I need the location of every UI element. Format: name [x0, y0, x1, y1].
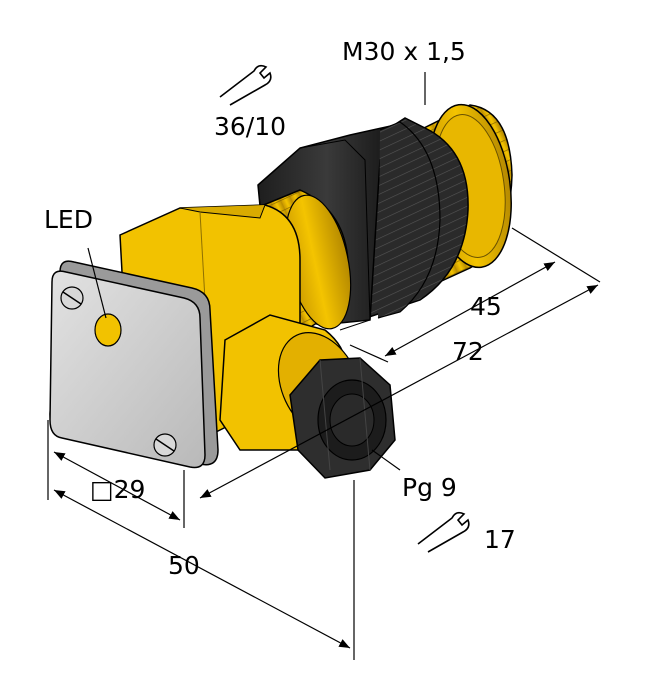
wrench-size-bottom-label: 17: [484, 525, 516, 554]
screw-top: [60, 286, 84, 310]
dimension-lines: [47, 72, 601, 660]
led-leader: [87, 247, 107, 319]
led-indicator: [94, 313, 122, 347]
front-plate: [49, 260, 219, 469]
wrench-icon: [219, 64, 272, 106]
dim-72-line: [199, 284, 599, 499]
dim-50-line: [53, 489, 351, 649]
pg9-gland: [289, 357, 396, 479]
wrench-size-top-label: 36/10: [214, 112, 286, 141]
led-label: LED: [44, 205, 93, 234]
dim-29-label: □29: [90, 475, 145, 504]
thread-label: M30 x 1,5: [342, 37, 466, 66]
sensor-body: [49, 103, 513, 479]
pg9-leader: [371, 449, 401, 471]
screw-bottom: [153, 433, 177, 457]
dim-50-label: 50: [168, 551, 200, 580]
pg9-label: Pg 9: [402, 473, 457, 502]
dim-72-label: 72: [452, 337, 484, 366]
dim-45-label: 45: [470, 292, 502, 321]
wrench-icon: [417, 511, 470, 553]
extension-line: [511, 227, 601, 283]
